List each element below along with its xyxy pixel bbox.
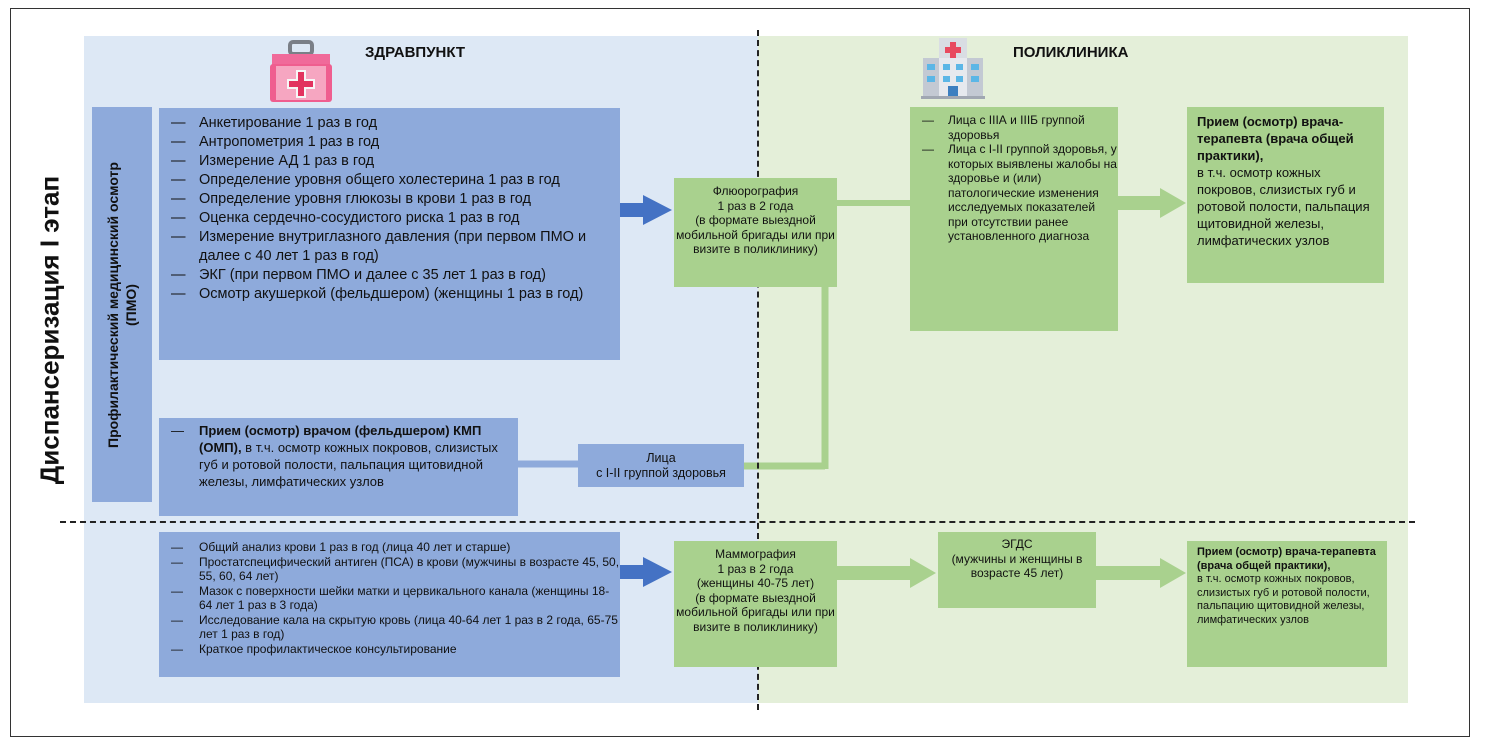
- clinic-group-item: Лица с IIIА и IIIБ группой здоровья: [910, 113, 1118, 142]
- therapist-exam-box-top: Прием (осмотр) врача-терапевта (врача об…: [1187, 107, 1384, 283]
- lab-item: Простатспецифический антиген (ПСА) в кро…: [159, 555, 620, 584]
- diagram-frame: [10, 8, 1470, 737]
- pmo-item: Анкетирование 1 раз в год: [159, 114, 620, 133]
- clinic-group-item: Лица с I-II группой здоровья, у которых …: [910, 142, 1118, 244]
- pmo-item: Определение уровня глюкозы в крови 1 раз…: [159, 190, 620, 209]
- pmo-label: Профилактический медицинский осмотр (ПМО…: [105, 161, 139, 448]
- arrow-lab-to-mammo: [620, 557, 672, 587]
- groups-label-line1: Лица: [646, 451, 676, 465]
- lab-item: Краткое профилактическое консультировани…: [159, 642, 620, 657]
- therapist-exam-box-bottom: Прием (осмотр) врача-терапевта (врача об…: [1187, 541, 1387, 667]
- arrow-pmo-to-fluoro: [620, 195, 672, 225]
- mammo-title: Маммография: [715, 547, 796, 561]
- groups-i-ii-box: Лица с I-II группой здоровья: [578, 444, 744, 487]
- pmo-item: Оценка сердечно-сосудистого риска 1 раз …: [159, 209, 620, 228]
- pmo-item: ЭКГ (при первом ПМО и далее с 35 лет 1 р…: [159, 266, 620, 285]
- pmo-label-box: Профилактический медицинский осмотр (ПМО…: [92, 107, 152, 502]
- poliklinika-header: ПОЛИКЛИНИКА: [1013, 44, 1129, 61]
- egds-note: (мужчины и женщины в возрасте 45 лет): [951, 551, 1083, 581]
- main-title: Диспансеризация I этап: [34, 175, 65, 485]
- horizontal-divider: [60, 521, 1415, 523]
- hospital-building-icon: [921, 38, 985, 99]
- therapist-bottom-details: в т.ч. осмотр кожных покровов, слизистых…: [1197, 573, 1370, 626]
- mammography-box: Маммография 1 раз в 2 года (женщины 40-7…: [674, 541, 837, 667]
- lab-item: Мазок с поверхности шейки матки и цервик…: [159, 584, 620, 613]
- kmp-exam-item: Прием (осмотр) врачом (фельдшером) КМП (…: [159, 422, 514, 490]
- arrow-mammo-to-egds: [837, 558, 936, 588]
- pmo-list: Анкетирование 1 раз в год Антропометрия …: [159, 114, 620, 304]
- arrow-groups-to-therapist: [1118, 188, 1186, 218]
- fluoro-frequency: 1 раз в 2 года: [717, 198, 794, 213]
- kmp-exam-box: Прием (осмотр) врачом (фельдшером) КМП (…: [159, 418, 518, 516]
- pmo-item: Антропометрия 1 раз в год: [159, 133, 620, 152]
- therapist-bottom-title: Прием (осмотр) врача-терапевта (врача об…: [1197, 546, 1376, 572]
- pmo-item: Определение уровня общего холестерина 1 …: [159, 171, 620, 190]
- first-aid-kit-icon: [270, 40, 332, 102]
- lab-list: Общий анализ крови 1 раз в год (лица 40 …: [159, 540, 620, 656]
- egds-box: ЭГДС (мужчины и женщины в возрасте 45 ле…: [938, 532, 1096, 608]
- lab-list-box: Общий анализ крови 1 раз в год (лица 40 …: [159, 532, 620, 677]
- pmo-item: Измерение внутриглазного давления (при п…: [159, 228, 620, 266]
- clinic-groups-box: Лица с IIIА и IIIБ группой здоровья Лица…: [910, 107, 1118, 331]
- groups-label-line2: с I-II группой здоровья: [596, 466, 726, 480]
- therapist-top-details: в т.ч. осмотр кожных покровов, слизистых…: [1197, 165, 1370, 248]
- fluoro-note: (в формате выездной мобильной бригады ил…: [676, 213, 835, 256]
- lab-item: Общий анализ крови 1 раз в год (лица 40 …: [159, 540, 620, 555]
- lab-item: Исследование кала на скрытую кровь (лица…: [159, 613, 620, 642]
- fluorography-box: Флюорография 1 раз в 2 года (в формате в…: [674, 178, 837, 287]
- pmo-list-box: Анкетирование 1 раз в год Антропометрия …: [159, 108, 620, 360]
- mammo-frequency: 1 раз в 2 года: [717, 561, 794, 576]
- therapist-top-title: Прием (осмотр) врача-терапевта (врача об…: [1197, 114, 1354, 163]
- fluoro-title: Флюорография: [712, 184, 799, 198]
- zdravpunkt-header: ЗДРАВПУНКТ: [365, 44, 466, 61]
- vertical-divider: [757, 30, 759, 710]
- arrow-egds-to-therapist: [1096, 558, 1186, 588]
- pmo-item: Осмотр акушеркой (фельдшером) (женщины 1…: [159, 285, 620, 304]
- mammo-note: (в формате выездной мобильной бригады ил…: [676, 590, 835, 634]
- egds-title: ЭГДС: [1001, 537, 1033, 551]
- pmo-item: Измерение АД 1 раз в год: [159, 152, 620, 171]
- mammo-audience: (женщины 40-75 лет): [696, 576, 815, 590]
